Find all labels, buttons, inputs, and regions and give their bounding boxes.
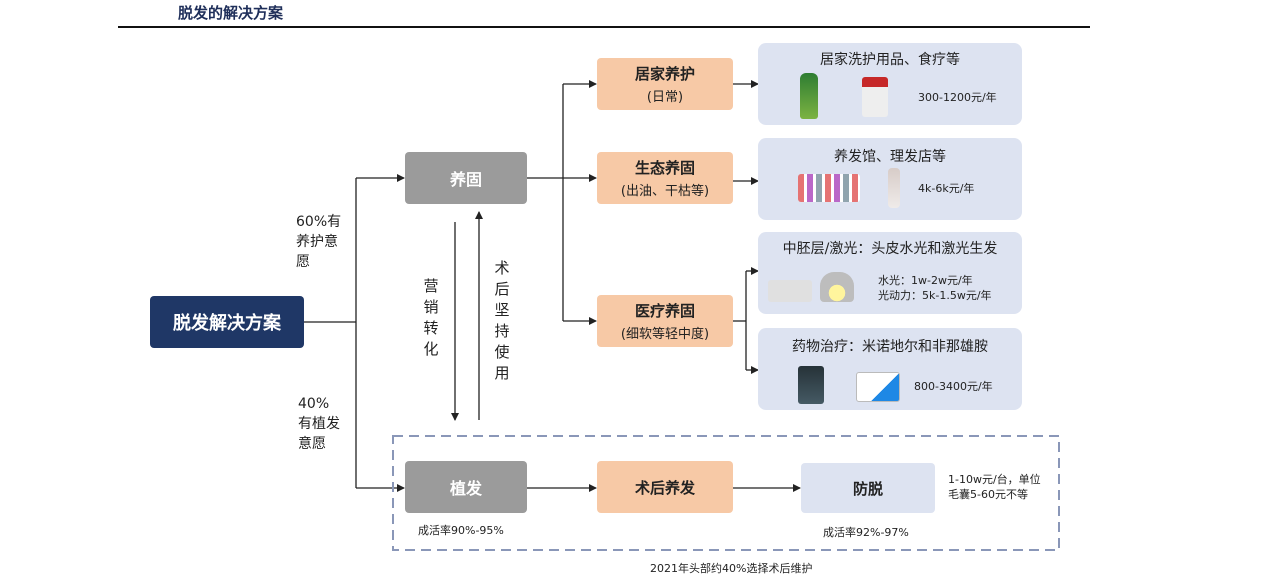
option-home-care: 居家养护 (日常)	[597, 58, 733, 110]
option-subtitle: (日常)	[646, 90, 684, 105]
lower-label-line: 40%	[298, 396, 330, 412]
marketing-char: 销	[423, 298, 439, 316]
cost-line: 毛囊5-60元不等	[948, 488, 1028, 501]
detail-price: 300-1200元/年	[918, 91, 997, 104]
post-use-char: 使	[494, 343, 510, 361]
option-eco-care: 生态养固 (出油、干枯等)	[597, 152, 733, 204]
yanggu-label: 养固	[449, 170, 482, 189]
detail-header: 养发馆、理发店等	[834, 149, 946, 165]
detail-home-care: 居家洗护用品、食疗等 300-1200元/年	[758, 43, 1022, 125]
marketing-char: 营	[423, 277, 439, 295]
serum-bottle-icon	[888, 168, 900, 208]
implant-group-frame	[392, 435, 1060, 551]
marketing-char: 转	[423, 319, 439, 337]
mesotherapy-kit-icon	[768, 280, 812, 302]
detail-price: 800-3400元/年	[914, 380, 993, 393]
post-use-char: 用	[494, 364, 510, 382]
shampoo-bottle-icon	[800, 73, 818, 119]
upper-label-line: 愿	[296, 254, 310, 270]
fangtuo-label: 防脱	[852, 479, 883, 498]
marketing-char: 化	[423, 340, 439, 358]
option-title: 医疗养固	[634, 302, 695, 320]
option-subtitle: (出油、干枯等)	[620, 184, 710, 199]
zhifa-label: 植发	[449, 479, 482, 498]
detail-eco-care: 养发馆、理发店等 4k-6k元/年	[758, 138, 1022, 220]
option-title: 生态养固	[634, 159, 695, 177]
title-divider	[118, 26, 1090, 28]
detail-header: 居家洗护用品、食疗等	[820, 52, 960, 68]
detail-header: 药物治疗：米诺地尔和非那雄胺	[792, 339, 988, 355]
post-use-char: 后	[494, 280, 510, 298]
option-subtitle: (细软等轻中度)	[620, 327, 710, 342]
post-use-char: 坚	[494, 301, 510, 319]
fangtuo-node: 防脱	[801, 463, 935, 513]
post-use-char: 术	[494, 259, 510, 277]
detail-price-line: 水光：1w-2w元/年	[878, 274, 973, 287]
upper-label-line: 养护意	[296, 234, 338, 250]
product-tubes-icon	[798, 174, 860, 202]
cost-line: 1-10w元/台，单位	[948, 473, 1041, 486]
lower-branch-label: 40% 有植发 意愿	[298, 394, 340, 454]
root-label: 脱发解决方案	[173, 313, 281, 334]
marketing-label: 营 销 转 化	[421, 276, 441, 360]
medicine-box-icon	[798, 366, 824, 404]
root-node: 脱发解决方案	[150, 296, 304, 348]
shuhou-label: 术后养发	[634, 478, 695, 497]
zhifa-node: 植发	[405, 461, 527, 513]
supplement-jar-icon	[862, 77, 888, 117]
upper-label-line: 60%有	[296, 214, 342, 230]
post-use-label: 术 后 坚 持 使 用	[492, 258, 512, 384]
fangtuo-rate: 成活率92%-97%	[823, 526, 909, 539]
detail-header: 中胚层/激光：头皮水光和激光生发	[782, 241, 998, 257]
zhifa-rate: 成活率90%-95%	[418, 524, 504, 537]
lower-label-line: 意愿	[298, 436, 326, 452]
detail-mesotherapy-laser: 中胚层/激光：头皮水光和激光生发 水光：1w-2w元/年 光动力：5k-1.5w…	[758, 232, 1022, 314]
zhifa-cost-note: 1-10w元/台，单位 毛囊5-60元不等	[948, 472, 1041, 502]
lower-label-line: 有植发	[298, 416, 340, 432]
yanggu-node: 养固	[405, 152, 527, 204]
pill-pack-icon	[856, 372, 900, 402]
footnote: 2021年头部约40%选择术后维护	[650, 562, 813, 575]
detail-price-line: 光动力：5k-1.5w元/年	[878, 289, 992, 302]
option-title: 居家养护	[634, 65, 695, 83]
page-title: 脱发的解决方案	[178, 4, 284, 22]
post-use-char: 持	[494, 322, 510, 340]
detail-drug-therapy: 药物治疗：米诺地尔和非那雄胺 800-3400元/年	[758, 328, 1022, 410]
option-medical-care: 医疗养固 (细软等轻中度)	[597, 295, 733, 347]
detail-price: 4k-6k元/年	[918, 182, 975, 195]
upper-branch-label: 60%有 养护意 愿	[296, 212, 341, 272]
laser-helmet-icon	[820, 272, 854, 302]
shuhou-node: 术后养发	[597, 461, 733, 513]
